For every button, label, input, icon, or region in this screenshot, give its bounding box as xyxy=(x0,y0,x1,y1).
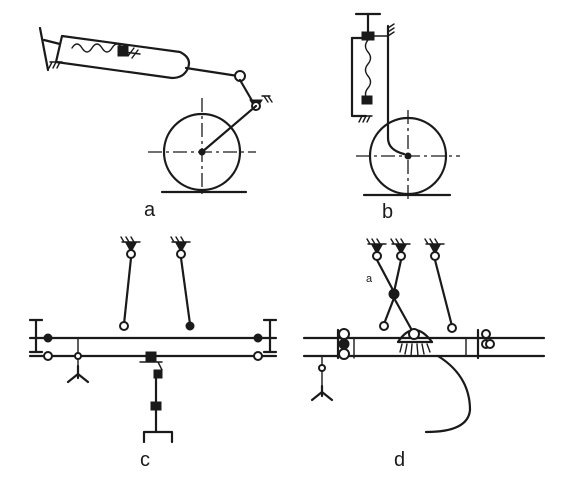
a-post-bracket xyxy=(42,38,62,46)
d-link-a2 xyxy=(392,258,403,294)
a-spring xyxy=(71,43,123,53)
d-link-down xyxy=(382,296,396,326)
label-c: c xyxy=(140,449,150,471)
c-rod-left xyxy=(122,256,133,326)
c-column-base xyxy=(142,430,174,444)
d-column-curve xyxy=(424,354,472,434)
panel-c: c xyxy=(28,236,278,471)
d-hanger-3 xyxy=(424,238,445,261)
panel-d: a xyxy=(302,238,546,471)
c-rod-right-pin xyxy=(185,321,195,331)
c-left-end xyxy=(28,318,53,361)
panel-a: a xyxy=(38,26,273,221)
b-strut xyxy=(386,38,406,156)
d-link-down-pin xyxy=(379,321,389,331)
label-a: a xyxy=(144,199,156,221)
d-right-end xyxy=(465,328,495,360)
a-push-rod xyxy=(184,66,240,78)
b-lower-joint xyxy=(361,95,373,105)
a-inner-hatch xyxy=(123,47,141,59)
a-swing-arm xyxy=(200,104,258,154)
c-hanger-right xyxy=(170,236,191,259)
d-hanger-2 xyxy=(390,238,411,261)
d-left-end xyxy=(336,328,355,360)
d-hanger-1 xyxy=(366,238,387,261)
c-rod-left-pin xyxy=(119,321,129,331)
c-center-joint xyxy=(139,351,163,379)
label-b: b xyxy=(382,201,393,223)
b-spring xyxy=(364,39,372,101)
panel-b: b xyxy=(350,12,460,223)
a-inner-joint xyxy=(117,45,129,57)
d-link-to-sector xyxy=(392,296,416,336)
b-lower-hatch xyxy=(358,115,373,123)
b-top-hatch xyxy=(387,23,395,37)
d-link-a1 xyxy=(375,258,396,294)
c-right-end xyxy=(253,318,278,361)
c-rod-right xyxy=(179,256,192,326)
c-ground-symbol xyxy=(66,364,90,384)
a-steering-post xyxy=(38,26,50,72)
a-wheel xyxy=(162,112,242,192)
d-rod-right xyxy=(433,258,454,328)
a-bellcrank-hatch xyxy=(261,95,273,103)
a-cylinder-housing xyxy=(54,34,191,80)
d-mark-label: a xyxy=(366,273,373,285)
c-hanger-left xyxy=(120,236,141,259)
c-column-joint xyxy=(150,401,162,411)
label-d: d xyxy=(394,449,405,471)
d-sector-gear xyxy=(396,328,434,357)
b-top-joint xyxy=(361,31,375,41)
d-ground-symbol xyxy=(310,384,334,402)
d-rod-right-pin xyxy=(447,323,457,333)
